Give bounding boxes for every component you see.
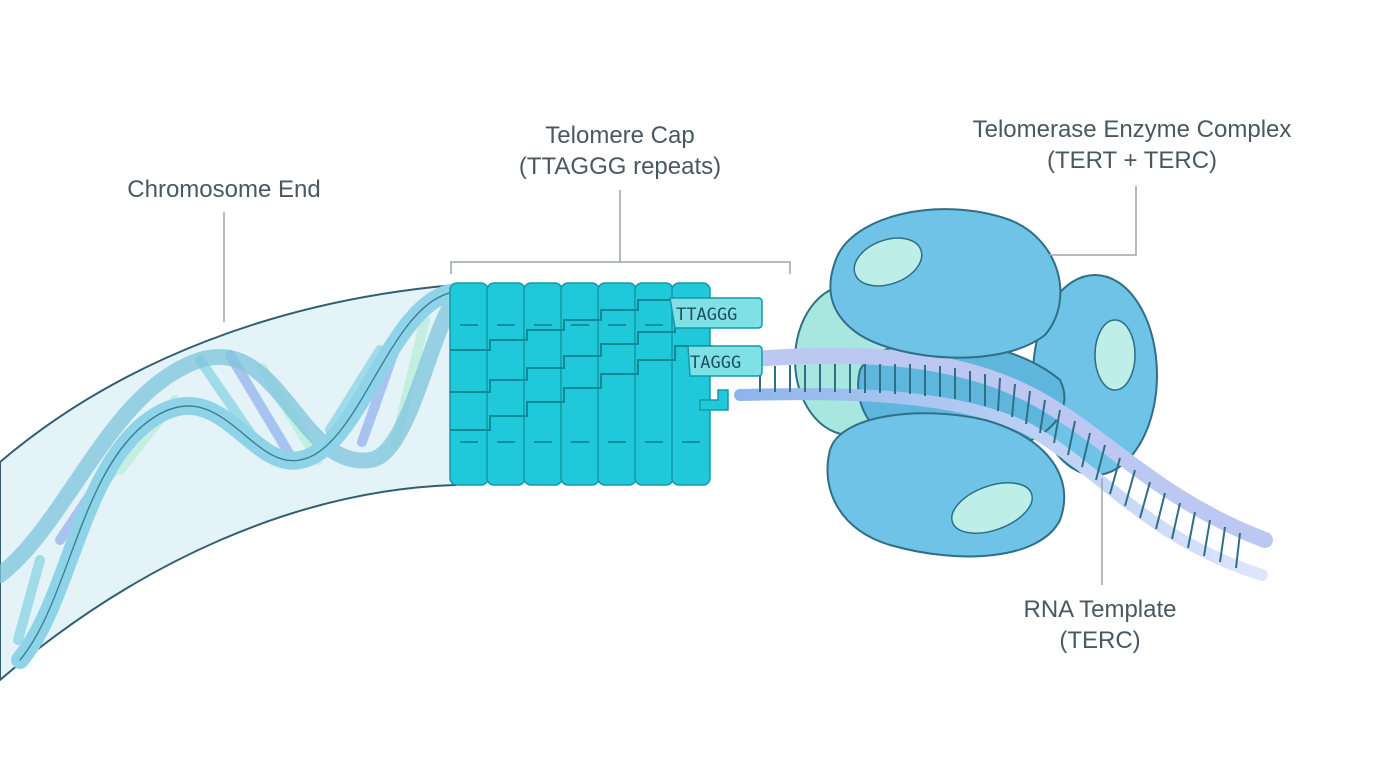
rna-template-strand bbox=[732, 347, 1273, 548]
label-telomere-cap-sub: (TTAGGG repeats) bbox=[519, 153, 721, 180]
sequence-tag-lower: TAGGG bbox=[687, 345, 763, 377]
enzyme-right-highlight bbox=[1094, 319, 1136, 391]
enzyme-front-lobes bbox=[826, 208, 1136, 558]
label-rna-template: RNA Template bbox=[1024, 596, 1177, 623]
sequence-text-lower: TAGGG bbox=[690, 353, 741, 373]
label-rna-template-sub: (TERC) bbox=[1059, 627, 1140, 654]
label-enzyme-complex: Telomerase Enzyme Complex bbox=[973, 116, 1292, 143]
sequence-tag-upper: TTAGGG bbox=[669, 297, 763, 329]
new-dna-strand bbox=[734, 388, 1268, 581]
label-chromosome-end: Chromosome End bbox=[127, 176, 320, 203]
helix-strand-back bbox=[0, 292, 463, 583]
enzyme-bottom-highlight bbox=[951, 482, 1033, 534]
label-enzyme-complex-sub: (TERT + TERC) bbox=[1047, 147, 1217, 174]
enzyme-top-highlight bbox=[853, 237, 923, 287]
telomere-cap-repeats bbox=[449, 282, 729, 486]
rna-template bbox=[732, 347, 1273, 581]
helix-strand-front-outline bbox=[19, 291, 456, 661]
leader-enzyme-complex bbox=[1048, 186, 1137, 256]
leader-telomere-cap bbox=[450, 190, 791, 274]
label-telomere-cap: Telomere Cap bbox=[545, 122, 694, 149]
dna-helix bbox=[0, 283, 464, 669]
sequence-text-upper: TTAGGG bbox=[676, 305, 737, 325]
rna-base-rungs bbox=[759, 364, 1241, 569]
